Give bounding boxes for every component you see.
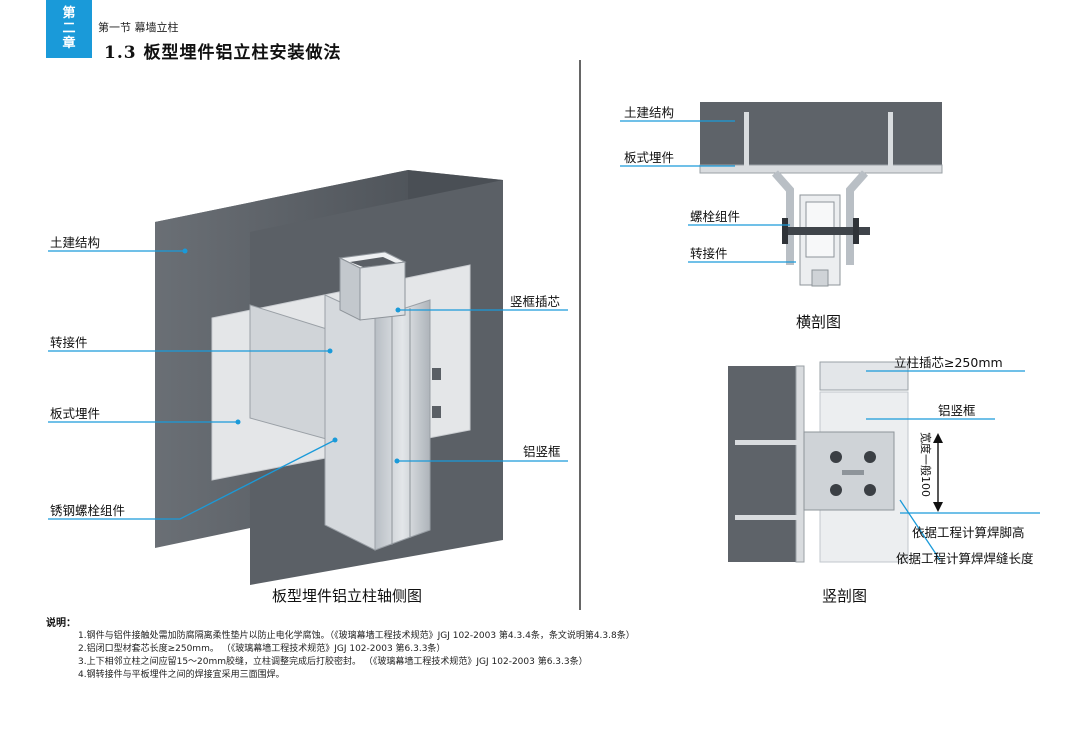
iso-mullion-side [374,299,431,551]
iso-label-core: 竖框插芯 [510,294,561,309]
v-anchor-1 [735,440,797,445]
vertical-divider [579,60,581,610]
chapter-char-3: 章 [62,36,76,51]
v-dim-arrow-up [933,433,943,443]
dot-iso-plate [235,419,241,425]
chapter-char-2: 二 [62,21,76,36]
v-bolt-1 [830,451,842,463]
note-1: 1.钢件与铝件接触处需加防腐隔离柔性垫片以防止电化学腐蚀。（《玻璃幕墙工程技术规… [78,631,635,641]
h-mullion-foot [811,269,829,287]
note-2: 2.铝闭口型材套芯长度≥250mm。 （《玻璃幕墙工程技术规范》JGJ 102-… [78,644,446,654]
v-embed-plate [795,365,805,563]
page-title: 1.3 板型埋件铝立柱安装做法 [104,43,342,63]
v-bolt-4 [864,484,876,496]
iso-core-hole [350,257,396,267]
h-concrete [700,102,942,172]
section-h [699,102,943,287]
h-label-bolt: 螺栓组件 [690,209,741,224]
h-label-connector: 转接件 [690,246,728,261]
v-caption: 竖剖图 [822,587,868,605]
v-width-dimension [933,433,943,512]
note-4: 4.钢转接件与平板埋件之间的焊接宜采用三面围焊。 [78,670,285,680]
leader-v-weld-length [899,499,941,561]
section-label: 第一节 幕墙立柱 [98,21,179,34]
v-anchor-2 [735,515,797,520]
h-label-structure: 土建结构 [624,105,675,120]
iso-label-connector: 转接件 [50,335,88,350]
v-label-core: 立柱插芯≥250mm [894,355,1003,370]
note-3: 3.上下相邻立柱之间应留15～20mm胶缝，立柱调整完成后打胶密封。 （《玻璃幕… [78,657,588,667]
v-label-weld-height: 依据工程计算焊脚高 [912,525,1025,540]
v-dim-arrow-down [933,502,943,512]
iso-core-front [339,257,361,321]
h-anchor-1 [744,112,749,167]
h-nut-2 [853,218,859,244]
leader-iso-bolt [48,439,336,520]
dot-iso-connector [327,348,333,354]
chapter-tab: 第 二 章 [46,0,92,58]
h-connector [772,170,868,265]
iso-bolt-4 [432,406,441,418]
v-slot [842,470,864,475]
v-bolt-3 [830,484,842,496]
chapter-char-1: 第 [62,6,76,21]
v-label-weld-length: 依据工程计算焊焊缝长度 [896,551,1034,566]
h-bolt [785,227,870,235]
h-embed-plate [699,164,943,174]
iso-bolt-3 [432,368,441,380]
h-anchor-2 [888,112,893,167]
dot-iso-bolt [332,437,338,443]
h-nut-1 [782,218,788,244]
iso-label-frame: 铝竖框 [523,444,561,459]
v-bolt-2 [864,451,876,463]
iso-label-bolt: 锈钢螺栓组件 [50,503,126,518]
h-caption: 横剖图 [796,313,842,331]
notes-title: 说明： [46,618,76,629]
iso-caption: 板型埋件铝立柱轴侧图 [272,587,423,605]
v-concrete [728,366,796,562]
dot-iso-structure [182,248,188,254]
section-v [728,361,909,563]
section-h-leaders [620,120,796,263]
iso-leaders [48,250,568,520]
iso-label-structure: 土建结构 [50,235,101,250]
iso-label-plate: 板式埋件 [50,406,101,421]
iso-view [155,170,503,585]
iso-core-side [359,261,406,321]
v-label-width: 宽度一般100 [919,432,932,497]
dot-iso-frame [394,458,400,464]
iso-mullion-front [324,294,376,551]
section-v-leaders [866,370,1040,561]
v-label-frame: 铝竖框 [938,403,976,418]
h-label-plate: 板式埋件 [624,150,675,165]
v-core [819,361,909,391]
dot-iso-core [395,307,401,313]
